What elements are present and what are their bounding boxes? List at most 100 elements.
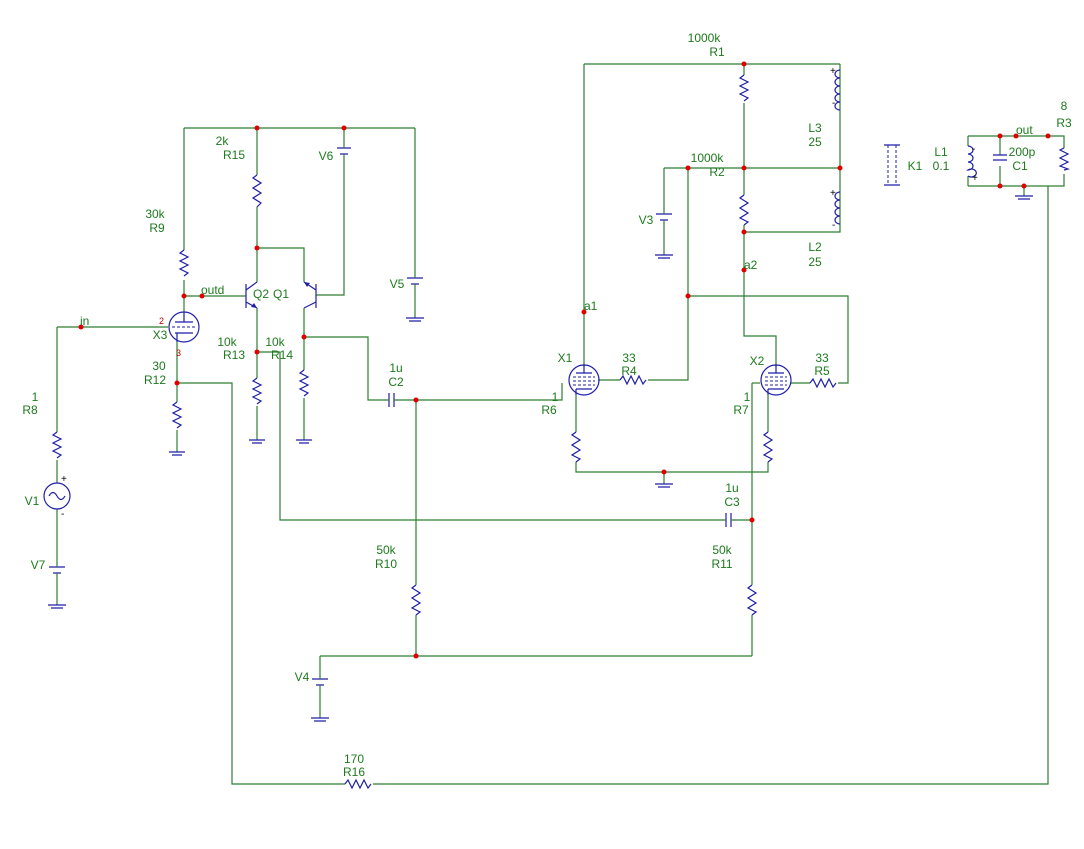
r4-name: R4 — [621, 364, 637, 378]
tube-x1 — [568, 364, 600, 396]
capacitors — [385, 154, 1007, 527]
batteries — [49, 146, 672, 691]
v6-name: V6 — [319, 149, 334, 163]
transistor-q2 — [245, 281, 258, 309]
q1-name: Q1 — [273, 287, 289, 301]
resistor-r16 — [344, 778, 372, 790]
capacitor-c1 — [993, 154, 1007, 161]
resistor-r12 — [171, 401, 183, 429]
r11-value: 50k — [712, 543, 732, 557]
r5-value: 33 — [815, 351, 829, 365]
battery-v6 — [337, 146, 351, 157]
r3-name: R3 — [1056, 116, 1072, 130]
r15-name: R15 — [223, 148, 245, 162]
r11-name: R11 — [711, 557, 732, 571]
r8-value: 1 — [32, 390, 39, 404]
x2-name: X2 — [750, 354, 765, 368]
net-label-outd: outd — [201, 283, 224, 297]
c1-value: 200p — [1009, 145, 1036, 159]
battery-v3 — [656, 212, 672, 226]
l3-value: 25 — [808, 135, 822, 149]
capacitor-c3 — [723, 513, 734, 527]
c1-name: C1 — [1012, 159, 1028, 173]
v5-name: V5 — [390, 277, 405, 291]
resistor-r4 — [619, 374, 647, 386]
capacitor-c2 — [385, 393, 397, 407]
r16-name: R16 — [343, 765, 365, 779]
x3-name: X3 — [153, 328, 168, 342]
v3-name: V3 — [639, 213, 654, 227]
inductor-l1: - + — [966, 144, 978, 184]
tube-x3 — [168, 311, 200, 343]
svg-text:-: - — [832, 98, 835, 109]
r4-value: 33 — [622, 351, 636, 365]
r10-value: 50k — [376, 543, 396, 557]
r3-value: 8 — [1061, 99, 1068, 113]
r5-name: R5 — [814, 364, 830, 378]
r1-name: R1 — [709, 45, 725, 59]
resistor-r2 — [738, 194, 750, 226]
v1-name: V1 — [25, 494, 40, 508]
r1-value: 1000k — [688, 31, 722, 45]
grounds — [48, 195, 1033, 722]
battery-v5 — [407, 276, 423, 290]
resistor-r15 — [251, 174, 263, 208]
l2-value: 25 — [808, 255, 822, 269]
l3-name: L3 — [808, 121, 822, 135]
net-label-a1: a1 — [584, 299, 598, 313]
r14-name: R14 — [271, 348, 293, 362]
ground-x1x2 — [655, 483, 673, 488]
resistor-r10 — [410, 584, 422, 616]
tube-x2 — [760, 364, 792, 396]
r8-name: R8 — [22, 403, 38, 417]
ground-v4 — [311, 717, 329, 722]
ground-r13 — [249, 439, 265, 444]
r7-name: R7 — [733, 403, 749, 417]
c2-name: C2 — [388, 375, 404, 389]
r10-name: R10 — [375, 557, 397, 571]
r6-name: R6 — [541, 403, 557, 417]
resistor-r1 — [738, 74, 750, 102]
r12-value: 30 — [152, 359, 166, 373]
r7-value: 1 — [744, 390, 751, 404]
r12-name: R12 — [144, 373, 166, 387]
r9-name: R9 — [149, 221, 165, 235]
r2-value: 1000k — [691, 151, 725, 165]
l2-name: L2 — [808, 240, 822, 254]
inductor-l2: + - — [830, 188, 841, 231]
junction-dots — [78, 61, 1051, 659]
source-v1: + - — [43, 474, 71, 520]
v4-name: V4 — [295, 670, 310, 684]
r9-value: 30k — [145, 207, 165, 221]
r14-value: 10k — [265, 335, 285, 349]
svg-text:+: + — [61, 474, 67, 485]
ground-v3 — [655, 254, 673, 259]
net-label-in: in — [80, 314, 89, 328]
svg-text:-: - — [832, 220, 835, 231]
resistor-r11 — [746, 584, 758, 616]
wires — [56, 63, 1065, 785]
resistor-r14 — [298, 369, 310, 397]
component-labels: 1000k R1 1000k R2 8 R3 33 R4 33 R5 1 R6 … — [22, 31, 1072, 779]
coupling-k1 — [884, 144, 900, 186]
x3-pin-3: 3 — [176, 348, 181, 358]
l1-name: L1 — [934, 145, 948, 159]
svg-text:-: - — [61, 509, 64, 520]
c2-value: 1u — [389, 361, 402, 375]
k1-name: K1 — [908, 159, 923, 173]
r13-value: 10k — [217, 335, 237, 349]
resistor-r5 — [809, 377, 837, 389]
resistor-r9 — [178, 249, 190, 277]
c3-name: C3 — [724, 495, 740, 509]
resistor-r8 — [51, 431, 63, 459]
battery-v4 — [312, 677, 328, 691]
v7-name: V7 — [31, 558, 46, 572]
svg-text:+: + — [972, 173, 978, 184]
r13-name: R13 — [223, 348, 245, 362]
resistors — [51, 74, 1071, 790]
x1-name: X1 — [558, 351, 573, 365]
ground-out — [1015, 195, 1033, 200]
r15-value: 2k — [216, 134, 230, 148]
resistor-r3 — [1058, 147, 1071, 171]
